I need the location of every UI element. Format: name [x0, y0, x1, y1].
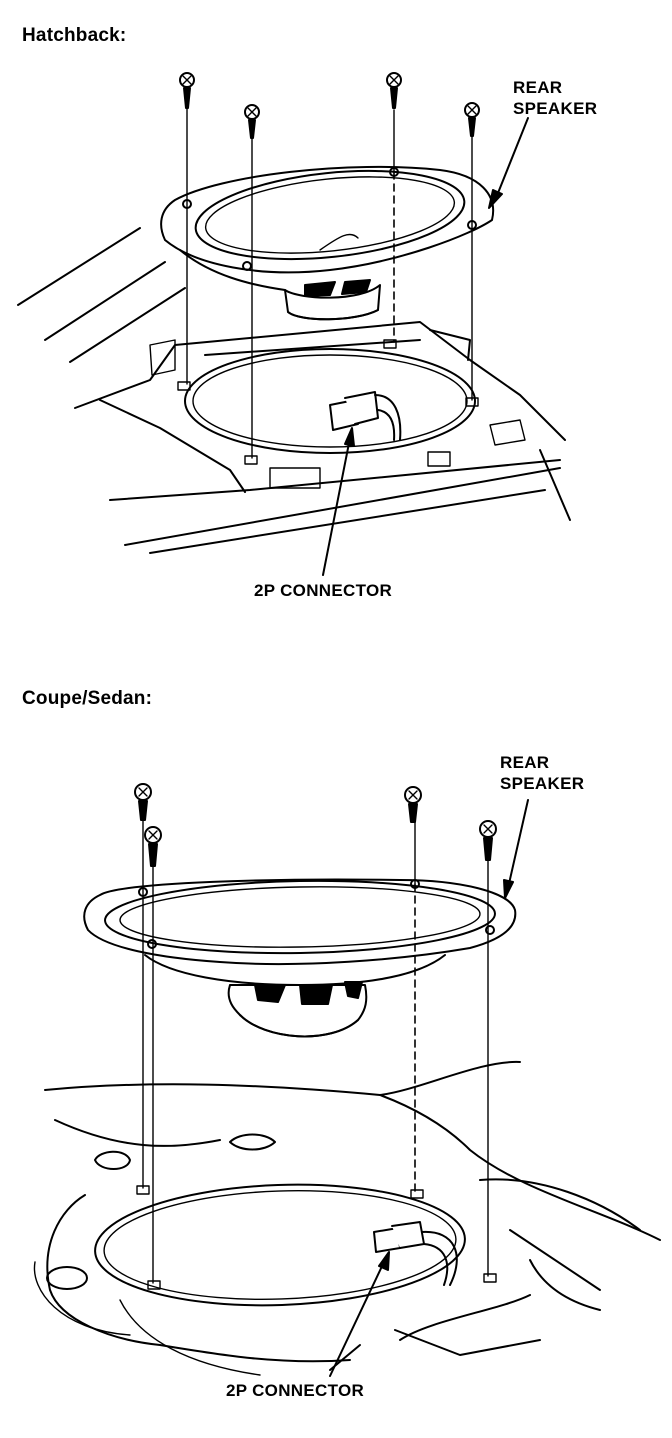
hatchback-screw-icon [464, 102, 480, 137]
coupe-sedan-screw-icon [134, 783, 152, 821]
coupe-sedan-screw-icon [479, 820, 497, 861]
hatchback-speaker-arrow-icon [488, 117, 529, 209]
hatchback-panel [17, 227, 571, 554]
coupe-sedan-title: Coupe/Sedan: [22, 688, 153, 709]
hatchback-screw-icon [179, 72, 195, 109]
coupe-sedan-panel [33, 1060, 661, 1376]
hatchback-connector-arrow-icon [322, 427, 355, 576]
hatchback-mount-hole [177, 381, 191, 391]
hatchback-rear-speaker [160, 165, 495, 321]
hatchback-rear-speaker-label: REAR SPEAKER [513, 77, 597, 119]
coupe-sedan-rear-speaker-label-line1: REAR [500, 753, 550, 772]
coupe-sedan-2p-connector [373, 1221, 458, 1286]
hatchback-mount-hole [244, 455, 258, 465]
coupe-sedan-rear-speaker [83, 878, 517, 1038]
coupe-sedan-rear-speaker-label-line2: SPEAKER [500, 774, 585, 793]
coupe-sedan-speaker-arrow-icon [503, 799, 529, 899]
coupe-sedan-screw-icon [144, 826, 162, 867]
hatchback-connector-label: 2P CONNECTOR [254, 581, 393, 600]
coupe-sedan-screw-icon [404, 786, 422, 823]
coupe-sedan-mount-hole [147, 1280, 161, 1290]
coupe-sedan-mount-hole [410, 1189, 424, 1199]
coupe-sedan-rear-speaker-label: REAR SPEAKER [500, 752, 584, 794]
coupe-sedan-speaker-opening [94, 1183, 466, 1307]
hatchback-2p-connector [329, 391, 402, 441]
coupe-sedan-connector-label: 2P CONNECTOR [226, 1381, 365, 1400]
hatchback-rear-speaker-label-line2: SPEAKER [513, 99, 598, 118]
hatchback-speaker-opening [184, 348, 476, 454]
hatchback-mount-hole [383, 339, 397, 349]
hatchback-screw-icon [244, 104, 260, 139]
hatchback-title: Hatchback: [22, 25, 127, 46]
hatchback-screw-icon [386, 72, 402, 109]
coupe-sedan-connector-arrow-icon [329, 1251, 390, 1377]
hatchback-rear-speaker-label-line1: REAR [513, 78, 563, 97]
coupe-sedan-mount-hole [483, 1273, 497, 1283]
